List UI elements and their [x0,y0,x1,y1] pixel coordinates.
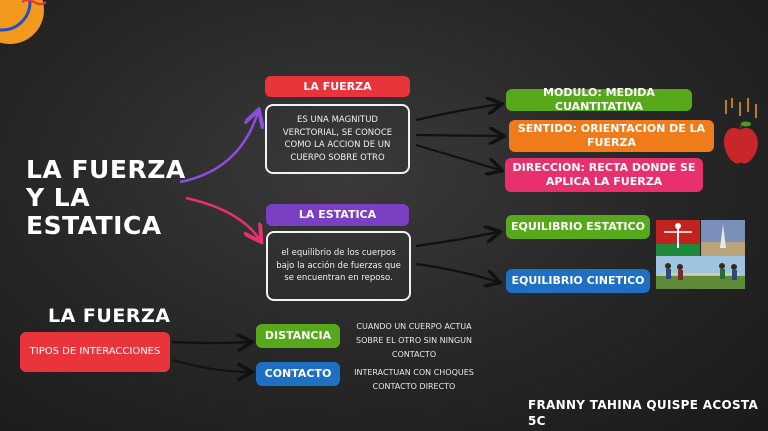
la-estatica-header: LA ESTATICA [266,204,409,226]
corner-decoration [0,0,60,50]
fuerza-definition-box: ES UNA MAGNITUD VERCTORIAL, SE CONOCE CO… [265,104,410,174]
fuerza-definition-text: ES UNA MAGNITUD VERCTORIAL, SE CONOCE CO… [282,115,393,163]
la-fuerza-header: LA FUERZA [265,76,410,97]
apple-illustration [718,98,764,170]
main-title: LA FUERZA Y LA ESTATICA [26,155,186,240]
direccion-pill: DIRECCION: RECTA DONDE SE APLICA LA FUER… [505,158,703,192]
equilibrio-estatico-image [656,220,745,256]
contacto-note: INTERACTUAN CON CHOQUES CONTACTO DIRECTO [354,368,474,391]
equilibrio-cinetico-image [656,256,745,289]
estatica-definition-box: el equilibrio de los cuerpos bajo la acc… [266,231,411,301]
tipos-interacciones-pill: TIPOS DE INTERACCIONES [20,332,170,372]
modulo-pill: MODULO: MEDIDA CUANTITATIVA [506,86,692,113]
distancia-pill: DISTANCIA [256,324,340,348]
estatica-definition-text: el equilibrio de los cuerpos bajo la acc… [276,248,401,284]
equilibrio-estatico-pill: EQUILIBRIO ESTATICO [506,215,650,239]
interacciones-title: LA FUERZA [48,305,171,327]
contacto-pill: CONTACTO [256,362,340,386]
distancia-note: CUANDO UN CUERPO ACTUA SOBRE EL OTRO SIN… [356,322,472,359]
equilibrio-cinetico-pill: EQUILIBRIO CINETICO [506,269,650,293]
author-name: FRANNY TAHINA QUISPE ACOSTA 5C [528,398,759,428]
sentido-pill: SENTIDO: ORIENTACION DE LA FUERZA [509,120,714,152]
